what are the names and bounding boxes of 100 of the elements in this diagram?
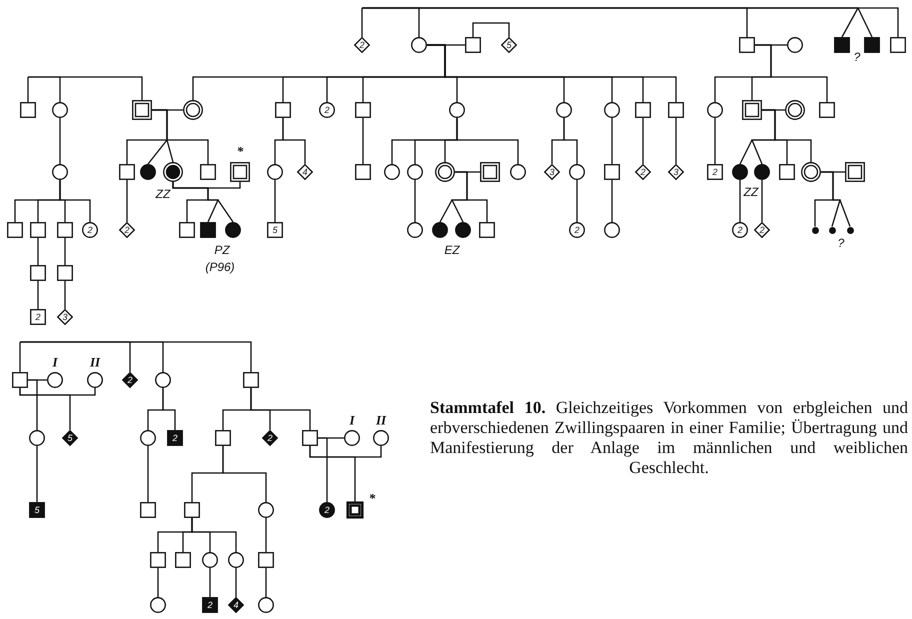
- square-symbol: [668, 102, 684, 118]
- diamond-symbol: 2: [119, 222, 135, 238]
- circle-symbol: [604, 222, 620, 238]
- symbol-mark: I: [52, 356, 58, 368]
- dot-symbol: [846, 226, 854, 234]
- square-symbol: [258, 552, 274, 568]
- pedigree-line: [19, 388, 71, 430]
- square-symbol: [12, 372, 28, 388]
- pedigree-line: [282, 118, 306, 164]
- square-symbol: [20, 102, 36, 118]
- diamond-symbol: 4: [228, 597, 244, 613]
- diamond-symbol: 2: [754, 222, 770, 238]
- square-symbol: [184, 502, 200, 518]
- pedigree-line: [59, 118, 61, 164]
- twin-label: (P96): [205, 261, 235, 273]
- circle-symbol: [228, 552, 244, 568]
- pedigree-line: [126, 180, 128, 222]
- pedigree-line: [762, 109, 812, 162]
- pedigree-line: [250, 388, 311, 430]
- symbol-mark: *: [368, 492, 376, 504]
- circle-symbol: [455, 222, 471, 238]
- diamond-symbol: 2: [122, 372, 138, 388]
- pedigree-line: [64, 281, 66, 309]
- twin-label: ?: [854, 51, 860, 63]
- circle-symbol: [202, 552, 218, 568]
- pedigree-line: [157, 568, 159, 597]
- square-symbol: [30, 222, 46, 238]
- pedigree-line: [265, 568, 267, 597]
- diamond-symbol: 5: [501, 37, 517, 53]
- pedigree-line: [37, 281, 39, 309]
- twin-label: ZZ: [156, 188, 170, 200]
- pedigree-line: [191, 518, 237, 552]
- circle-symbol: [407, 222, 423, 238]
- square-symbol: [834, 37, 850, 53]
- pedigree-line: [36, 446, 38, 502]
- twin-label: ?: [838, 237, 844, 249]
- circle-symbol: [258, 502, 274, 518]
- circle-symbol: [569, 164, 585, 180]
- pedigree-line: [761, 180, 763, 222]
- pedigree-line: [642, 118, 644, 164]
- circle-symbol: [510, 164, 526, 180]
- diamond-symbol: 3: [57, 309, 73, 325]
- diamond-symbol: 5: [62, 430, 78, 446]
- square-symbol: 5: [267, 222, 283, 238]
- circle-symbol: [163, 162, 183, 182]
- square-symbol: [57, 265, 73, 281]
- circle-symbol: [785, 100, 805, 120]
- square-symbol: [179, 222, 195, 238]
- square-symbol: [479, 222, 495, 238]
- pedigree-line: [59, 180, 91, 222]
- pedigree-line: [152, 109, 209, 164]
- pedigree-line: [172, 182, 234, 222]
- pedigree-line: [821, 171, 851, 227]
- pedigree-line: [147, 446, 149, 502]
- circle-symbol: [411, 37, 427, 53]
- pedigree-line: [209, 568, 211, 597]
- pedigree-line: [28, 379, 38, 430]
- circle-symbol: 2: [569, 222, 585, 238]
- dot-symbol: [828, 226, 836, 234]
- circle-symbol: [52, 102, 68, 118]
- square-symbol: [355, 102, 371, 118]
- square-symbol: [845, 162, 865, 182]
- circle-symbol: [384, 164, 400, 180]
- circle-symbol: [604, 102, 620, 118]
- pedigree-line: [28, 76, 143, 100]
- circle-symbol: [258, 597, 274, 613]
- pedigree-line: [472, 22, 510, 37]
- symbol-mark: II: [376, 414, 386, 426]
- pedigree-line: [309, 446, 356, 502]
- diamond-symbol: 3: [544, 164, 560, 180]
- pedigree-line: [675, 118, 677, 164]
- diamond-symbol: 4: [297, 164, 313, 180]
- pedigree-line: [37, 238, 39, 265]
- circle-symbol: [267, 164, 283, 180]
- circle-symbol: [407, 164, 423, 180]
- caption: Stammtafel 10. Gleichzeitiges Vorkommen von erbgleichen und erbverschiedenen Zwillingspaaren in einer Familie; Übertragung und Manifestierung der Anlage im männlichen und weiblichen Geschlecht.: [430, 398, 908, 478]
- circle-symbol: [754, 164, 770, 180]
- square-symbol: [200, 164, 216, 180]
- square-symbol: [30, 265, 46, 281]
- circle-symbol: [432, 222, 448, 238]
- circle-symbol: [707, 102, 723, 118]
- square-symbol: [150, 552, 166, 568]
- pedigree-line: [739, 180, 741, 222]
- pedigree-line: [318, 437, 328, 502]
- pedigree-line: [19, 341, 21, 372]
- square-symbol: [635, 102, 651, 118]
- dot-symbol: [812, 226, 818, 234]
- symbol-mark: *: [236, 144, 244, 158]
- pedigree-line: [714, 118, 716, 164]
- pedigree-line: [361, 7, 363, 37]
- square-symbol: [140, 502, 156, 518]
- square-symbol: 2: [30, 309, 46, 325]
- square-symbol: [864, 37, 880, 53]
- pedigree-line: [576, 180, 578, 222]
- symbol-mark: II: [90, 356, 100, 368]
- square-symbol: [302, 430, 318, 446]
- square-symbol: 2: [202, 597, 218, 613]
- circle-symbol: [801, 162, 821, 182]
- square-symbol: [465, 37, 481, 53]
- circle-symbol: 2: [732, 222, 748, 238]
